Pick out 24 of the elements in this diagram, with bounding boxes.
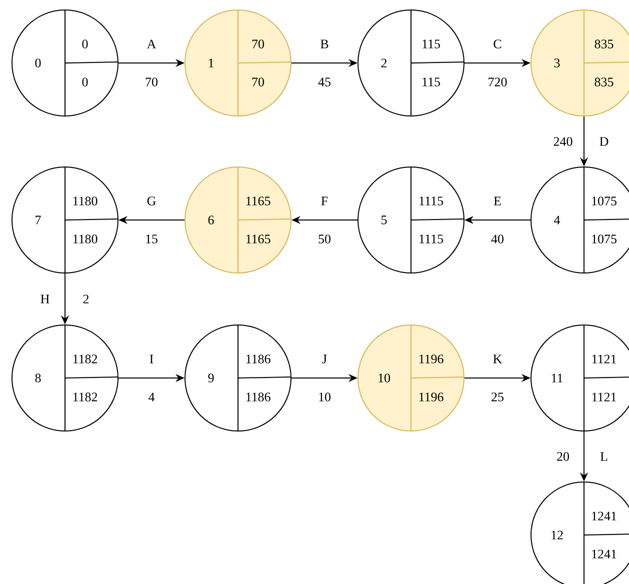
duration-label: 2	[82, 294, 90, 304]
duration-label: 40	[490, 234, 505, 244]
duration-label: 10	[317, 392, 332, 402]
activity-letter: A	[146, 38, 158, 50]
duration-label: 25	[490, 392, 505, 402]
duration-label: 20	[556, 451, 570, 462]
activity-letter: K	[492, 354, 504, 364]
activity-letter: I	[148, 354, 155, 364]
duration-label: 50	[317, 234, 332, 244]
activity-letter: L	[599, 451, 609, 462]
activity-letter: G	[146, 196, 158, 206]
activity-letter: C	[492, 38, 503, 50]
activity-letter: F	[320, 196, 330, 206]
duration-label: 70	[144, 76, 159, 88]
duration-label: 720	[486, 76, 508, 88]
duration-label: 240	[552, 136, 574, 147]
activity-letter: B	[319, 38, 330, 50]
activity-letter: E	[492, 196, 502, 206]
activity-letter: J	[320, 354, 328, 364]
duration-label: 4	[147, 392, 156, 402]
duration-label: 15	[144, 234, 159, 244]
activity-letter: H	[39, 294, 51, 304]
activity-letter: D	[598, 136, 610, 147]
duration-label: 45	[317, 76, 332, 88]
